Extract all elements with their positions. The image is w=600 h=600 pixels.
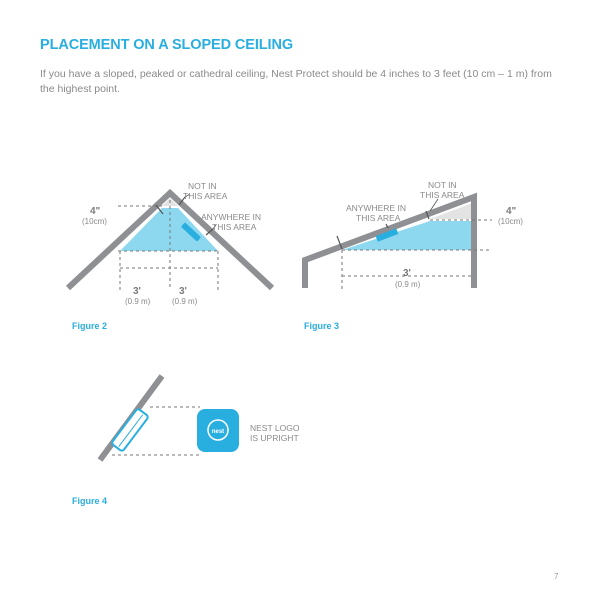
fig4-note-line-2: IS UPRIGHT [250,433,299,443]
fig3-anywhere-label-2: THIS AREA [356,213,401,223]
fig2-anywhere-area [120,208,218,251]
fig4-nest-logo: nest [212,429,224,435]
fig3-device [375,228,399,242]
figure-4-caption: Figure 4 [72,496,108,506]
fig3-ceiling-and-walls [302,192,477,288]
fig2-right-dim-metric: (0.9 m) [172,297,198,306]
fig2-leader-notin [184,193,191,198]
page-heading: PLACEMENT ON A SLOPED CEILING [40,37,294,53]
fig3-anywhere-area [342,221,475,250]
fig3-vertical-dim-metric: (10cm) [498,217,523,226]
fig3-notin-label-1: NOT IN [428,180,457,190]
page-number: 7 [554,572,559,581]
fig3-anywhere-label-1: ANYWHERE IN [346,203,406,213]
fig2-anywhere-label-2: THIS AREA [212,222,257,232]
fig3-notin-label-2: THIS AREA [420,190,465,200]
fig3-dashed-guides [341,219,492,290]
intro-paragraph: If you have a sloped, peaked or cathedra… [40,68,552,95]
fig3-horizontal-dim-metric: (0.9 m) [395,280,421,289]
fig3-horizontal-dim: 3' [403,268,411,279]
fig2-notin-label-2: THIS AREA [183,191,228,201]
fig2-right-dim: 3' [179,286,187,297]
fig2-device [181,222,201,242]
fig2-roof [65,188,275,291]
fig3-tick-marks [336,210,430,250]
fig2-anywhere-label-1: ANYWHERE IN [201,212,261,222]
fig2-dashed-guides [118,200,219,290]
figure-2-caption: Figure 2 [72,321,108,331]
fig3-leader-notin [429,198,439,212]
fig4-note-line-1: NEST LOGO [250,423,300,433]
figure-3-caption: Figure 3 [304,321,340,331]
fig2-vertical-dim: 4" [90,206,101,217]
fig2-left-dim: 3' [133,286,141,297]
fig2-notin-label-1: NOT IN [188,181,217,191]
fig2-left-dim-metric: (0.9 m) [125,297,151,306]
fig2-tick-marks [155,196,214,236]
fig3-not-in-area [430,202,475,219]
fig2-vertical-dim-metric: (10cm) [82,217,107,226]
fig4-device-side [111,408,149,452]
fig4-device-ring [207,419,229,441]
fig4-dashed-guides [112,406,200,456]
fig3-vertical-dim: 4" [506,206,517,217]
fig2-leader-anywhere [212,224,217,230]
